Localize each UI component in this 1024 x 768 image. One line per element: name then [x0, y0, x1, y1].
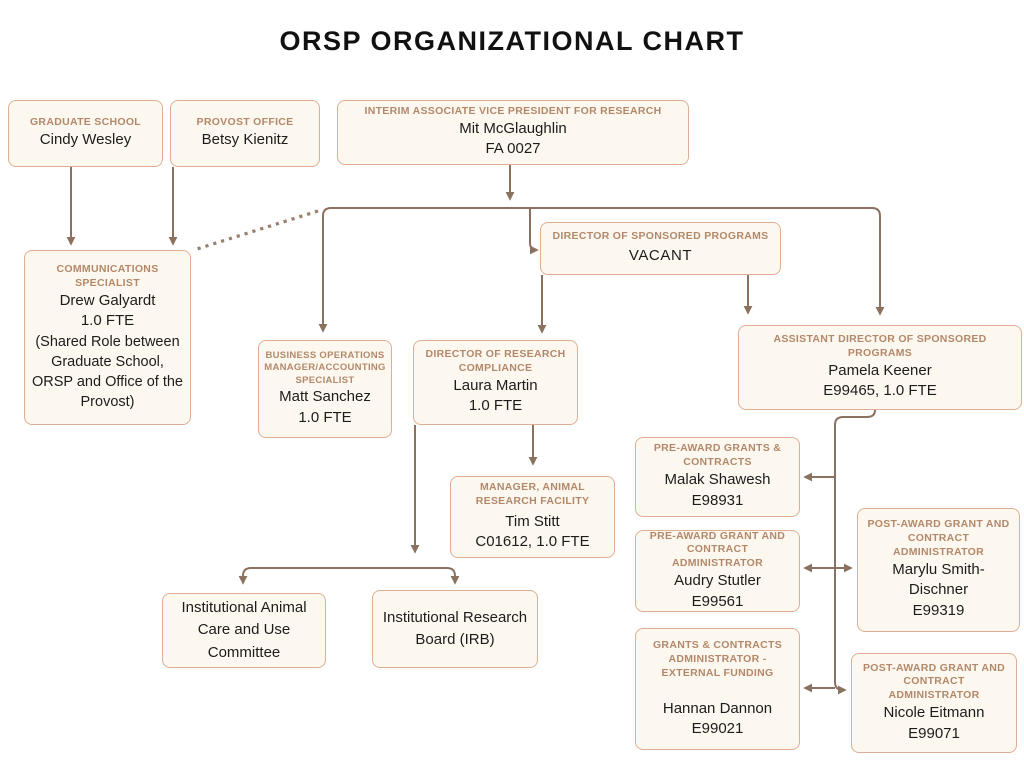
role-title: DIRECTOR OF SPONSORED PROGRAMS — [552, 230, 769, 243]
person-detail: E98931 — [691, 491, 744, 509]
edge-mainline-business-ops — [318, 207, 332, 333]
person-name: Matt Sanchez — [279, 388, 371, 406]
person-detail: E99465, 1.0 FTE — [823, 382, 937, 400]
node-business-operations: BUSINESS OPERATIONS MANAGER/ACCOUNTING S… — [258, 340, 392, 438]
edge-committee-line-iacuc — [238, 567, 355, 585]
edge-dotted-mainline-communications — [196, 209, 319, 251]
edge-asstdir-spine-nicole — [834, 409, 876, 695]
role-title: POST-AWARD GRANT AND CONTRACT ADMINISTRA… — [867, 518, 1010, 558]
person-name: Betsy Kienitz — [201, 131, 289, 149]
node-director-sponsored-programs: DIRECTOR OF SPONSORED PROGRAMS VACANT — [540, 222, 781, 275]
role-title: GRADUATE SCHOOL — [29, 116, 142, 129]
person-name: Laura Martin — [453, 376, 538, 394]
role-title: GRANTS & CONTRACTS ADMINISTRATOR - EXTER… — [652, 639, 783, 679]
role-title: BUSINESS OPERATIONS MANAGER/ACCOUNTING S… — [264, 349, 386, 386]
committee-name: Institutional Animal Care and Use Commit… — [181, 598, 307, 661]
shared-role-note: (Shared Role between Graduate School, OR… — [32, 334, 183, 411]
node-irb: Institutional Research Board (IRB) — [372, 590, 538, 668]
committee-name: Institutional Research Board (IRB) — [382, 608, 528, 649]
person-name: Tim Stitt — [505, 512, 560, 530]
role-title: INTERIM ASSOCIATE VICE PRESIDENT FOR RES… — [364, 104, 662, 117]
person-name: Malak Shawesh — [664, 471, 771, 489]
person-detail: FA 0027 — [485, 140, 541, 158]
node-animal-research-facility: MANAGER, ANIMAL RESEARCH FACILITY Tim St… — [450, 476, 615, 558]
node-graduate-school: GRADUATE SCHOOL Cindy Wesley — [8, 100, 163, 167]
person-detail: 1.0 FTE — [298, 408, 352, 426]
node-iacuc: Institutional Animal Care and Use Commit… — [162, 593, 326, 668]
node-provost-office: PROVOST OFFICE Betsy Kienitz — [170, 100, 320, 167]
role-title: DIRECTOR OF RESEARCH COMPLIANCE — [425, 347, 566, 374]
person-name: Marylu Smith-Dischner — [892, 560, 985, 599]
person-name: Cindy Wesley — [39, 131, 132, 149]
person-detail: 1.0 FTE — [80, 312, 135, 330]
node-assistant-director: ASSISTANT DIRECTOR OF SPONSORED PROGRAMS… — [738, 325, 1022, 410]
person-name: Nicole Eitmann — [883, 704, 985, 722]
edge-committee-line-irb — [353, 567, 460, 585]
role-title: ASSISTANT DIRECTOR OF SPONSORED PROGRAMS — [773, 332, 987, 359]
node-communications-specialist: COMMUNICATIONS SPECIALIST Drew Galyardt … — [24, 250, 191, 425]
edge-mainline-asst-director — [331, 207, 885, 316]
page-title: ORSP ORGANIZATIONAL CHART — [279, 26, 745, 56]
person-detail: E99021 — [691, 720, 744, 738]
person-detail: E99319 — [912, 602, 965, 620]
node-pre-award-grants: PRE-AWARD GRANTS & CONTRACTS Malak Shawe… — [635, 437, 800, 517]
person-detail: C01612, 1.0 FTE — [475, 533, 590, 551]
node-pre-award-admin: PRE-AWARD GRANT AND CONTRACT ADMINISTRAT… — [635, 530, 800, 612]
person-detail: E99071 — [908, 724, 960, 742]
node-interim-avp: INTERIM ASSOCIATE VICE PRESIDENT FOR RES… — [337, 100, 689, 165]
person-name: Hannan Dannon — [662, 699, 773, 717]
node-research-compliance: DIRECTOR OF RESEARCH COMPLIANCE Laura Ma… — [413, 340, 578, 425]
role-title: PRE-AWARD GRANTS & CONTRACTS — [653, 442, 782, 469]
node-grants-external-funding: GRANTS & CONTRACTS ADMINISTRATOR - EXTER… — [635, 628, 800, 750]
person-detail: E99561 — [691, 592, 744, 610]
edge-mainline-dsp — [529, 208, 539, 255]
node-post-award-admin-1: POST-AWARD GRANT AND CONTRACT ADMINISTRA… — [857, 508, 1020, 632]
person-name: Mit McGlaughlin — [459, 119, 567, 137]
node-post-award-admin-2: POST-AWARD GRANT AND CONTRACT ADMINISTRA… — [851, 653, 1017, 753]
role-title: COMMUNICATIONS SPECIALIST — [56, 262, 159, 289]
person-name: Audry Stutler — [674, 572, 761, 590]
role-title: PRE-AWARD GRANT AND CONTRACT ADMINISTRAT… — [649, 529, 786, 570]
person-name: Pamela Keener — [828, 361, 932, 379]
person-name: VACANT — [628, 247, 693, 265]
role-title: PROVOST OFFICE — [196, 116, 294, 129]
person-name: Drew Galyardt — [59, 291, 156, 309]
person-detail: 1.0 FTE — [468, 397, 523, 415]
role-title: MANAGER, ANIMAL RESEARCH FACILITY — [475, 480, 590, 507]
role-title: POST-AWARD GRANT AND CONTRACT ADMINISTRA… — [862, 661, 1006, 702]
